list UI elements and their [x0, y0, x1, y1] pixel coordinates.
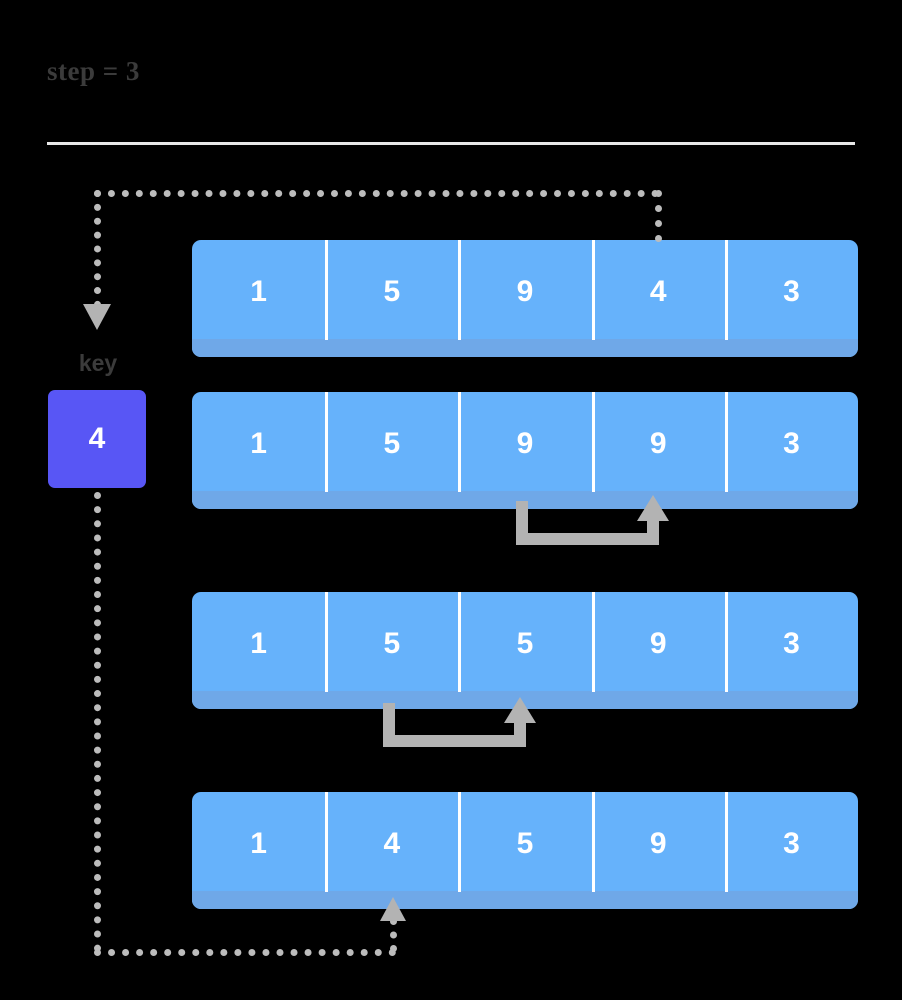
cell-value: 4	[649, 274, 667, 308]
key-pickup-path-segment-down-left	[94, 190, 101, 308]
cell-value: 3	[783, 426, 800, 460]
array-row-0: 1 5 9 4 3	[192, 240, 858, 357]
cell-value: 9	[516, 426, 534, 460]
array-row-shadow	[192, 891, 858, 909]
array-cell[interactable]: 9	[591, 592, 725, 709]
array-row-shadow	[192, 339, 858, 357]
key-value: 4	[88, 422, 106, 455]
cell-value: 1	[250, 826, 267, 860]
array-row-1: 1 5 9 9 3	[192, 392, 858, 509]
array-cell[interactable]: 3	[724, 240, 858, 357]
array-cell[interactable]: 9	[458, 392, 591, 509]
array-row-shadow	[192, 491, 858, 509]
cell-value: 9	[649, 426, 667, 460]
array-cell[interactable]: 1	[192, 392, 325, 509]
key-insert-path-segment-horizontal	[94, 949, 396, 956]
array-cell[interactable]: 3	[724, 392, 858, 509]
array-cell[interactable]: 3	[724, 592, 858, 709]
cell-value: 5	[383, 626, 401, 660]
header-divider	[47, 142, 855, 145]
cell-value: 3	[783, 626, 800, 660]
array-row-0-body: 1 5 9 4 3	[192, 240, 858, 357]
array-row-1-body: 1 5 9 9 3	[192, 392, 858, 509]
array-cell[interactable]: 5	[325, 592, 458, 709]
array-cell[interactable]: 9	[591, 792, 725, 909]
page-title: step = 3	[47, 56, 140, 86]
key-insert-arrowhead	[380, 897, 406, 921]
key-insert-path-segment-down-left	[94, 492, 101, 952]
cell-value: 5	[516, 826, 534, 860]
array-row-3-body: 1 4 5 9 3	[192, 792, 858, 909]
array-cell[interactable]: 5	[325, 392, 458, 509]
key-box: 4	[48, 390, 146, 488]
array-cell[interactable]: 5	[458, 792, 591, 909]
array-cell[interactable]: 1	[192, 792, 325, 909]
array-cell[interactable]: 9	[591, 392, 725, 509]
array-cell[interactable]: 5	[325, 240, 458, 357]
cell-value: 5	[383, 274, 401, 308]
cell-value: 9	[516, 274, 534, 308]
key-pickup-path-segment-horizontal	[94, 190, 659, 197]
cell-value: 1	[250, 274, 267, 308]
cell-value: 9	[649, 826, 667, 860]
cell-value: 3	[783, 274, 800, 308]
cell-value: 5	[383, 426, 401, 460]
array-cell[interactable]: 9	[458, 240, 591, 357]
cell-value: 5	[516, 626, 534, 660]
array-cell[interactable]: 4	[325, 792, 458, 909]
key-pickup-arrowhead	[83, 304, 111, 330]
cell-value: 4	[383, 826, 401, 860]
key-pickup-path-segment-down-right	[655, 190, 662, 242]
cell-value: 1	[250, 426, 267, 460]
array-cell[interactable]: 3	[724, 792, 858, 909]
swap-connector-2	[372, 697, 537, 762]
array-cell[interactable]: 4	[591, 240, 725, 357]
key-insert-path-segment-up-right	[390, 918, 397, 952]
array-cell[interactable]: 1	[192, 240, 325, 357]
array-row-shadow	[192, 691, 858, 709]
array-row-2-body: 1 5 5 9 3	[192, 592, 858, 709]
cell-value: 3	[783, 826, 800, 860]
array-row-2: 1 5 5 9 3	[192, 592, 858, 709]
array-cell[interactable]: 1	[192, 592, 325, 709]
array-cell[interactable]: 5	[458, 592, 591, 709]
swap-connector-1	[505, 495, 670, 560]
key-label: key	[78, 350, 118, 376]
array-row-3: 1 4 5 9 3	[192, 792, 858, 909]
cell-value: 1	[250, 626, 267, 660]
cell-value: 9	[649, 626, 667, 660]
